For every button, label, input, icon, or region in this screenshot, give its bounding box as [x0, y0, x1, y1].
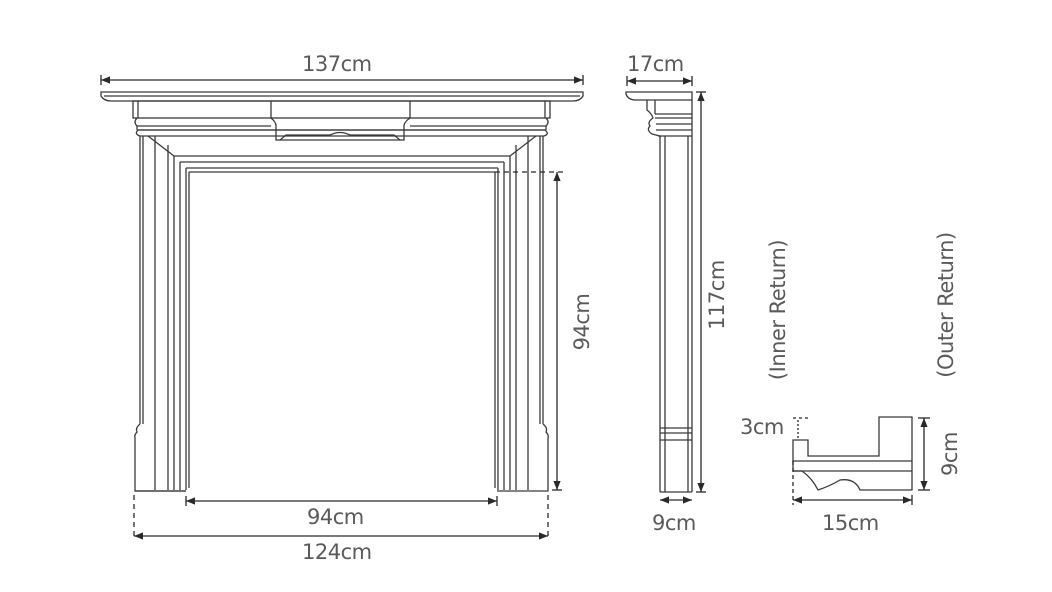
- profile-height-label: 9cm: [938, 432, 962, 476]
- opening-height-label: 94cm: [570, 293, 594, 351]
- outer-return-label: (Outer Return): [934, 232, 958, 378]
- shelf-depth-label: 17cm: [627, 52, 684, 76]
- overall-height-label: 117cm: [705, 260, 729, 330]
- inner-return-label: (Inner Return): [766, 239, 790, 381]
- leg-depth-label: 9cm: [652, 511, 696, 535]
- inset-label: 3cm: [740, 415, 784, 439]
- side-view: [625, 91, 693, 493]
- front-view: [100, 91, 584, 492]
- opening-width-label: 94cm: [307, 505, 364, 529]
- dimension-lines: [100, 75, 930, 540]
- profile-width-label: 15cm: [822, 511, 879, 535]
- footprint-width-label: 124cm: [302, 540, 372, 564]
- return-profile: [792, 416, 913, 491]
- overall-width-label: 137cm: [302, 52, 372, 76]
